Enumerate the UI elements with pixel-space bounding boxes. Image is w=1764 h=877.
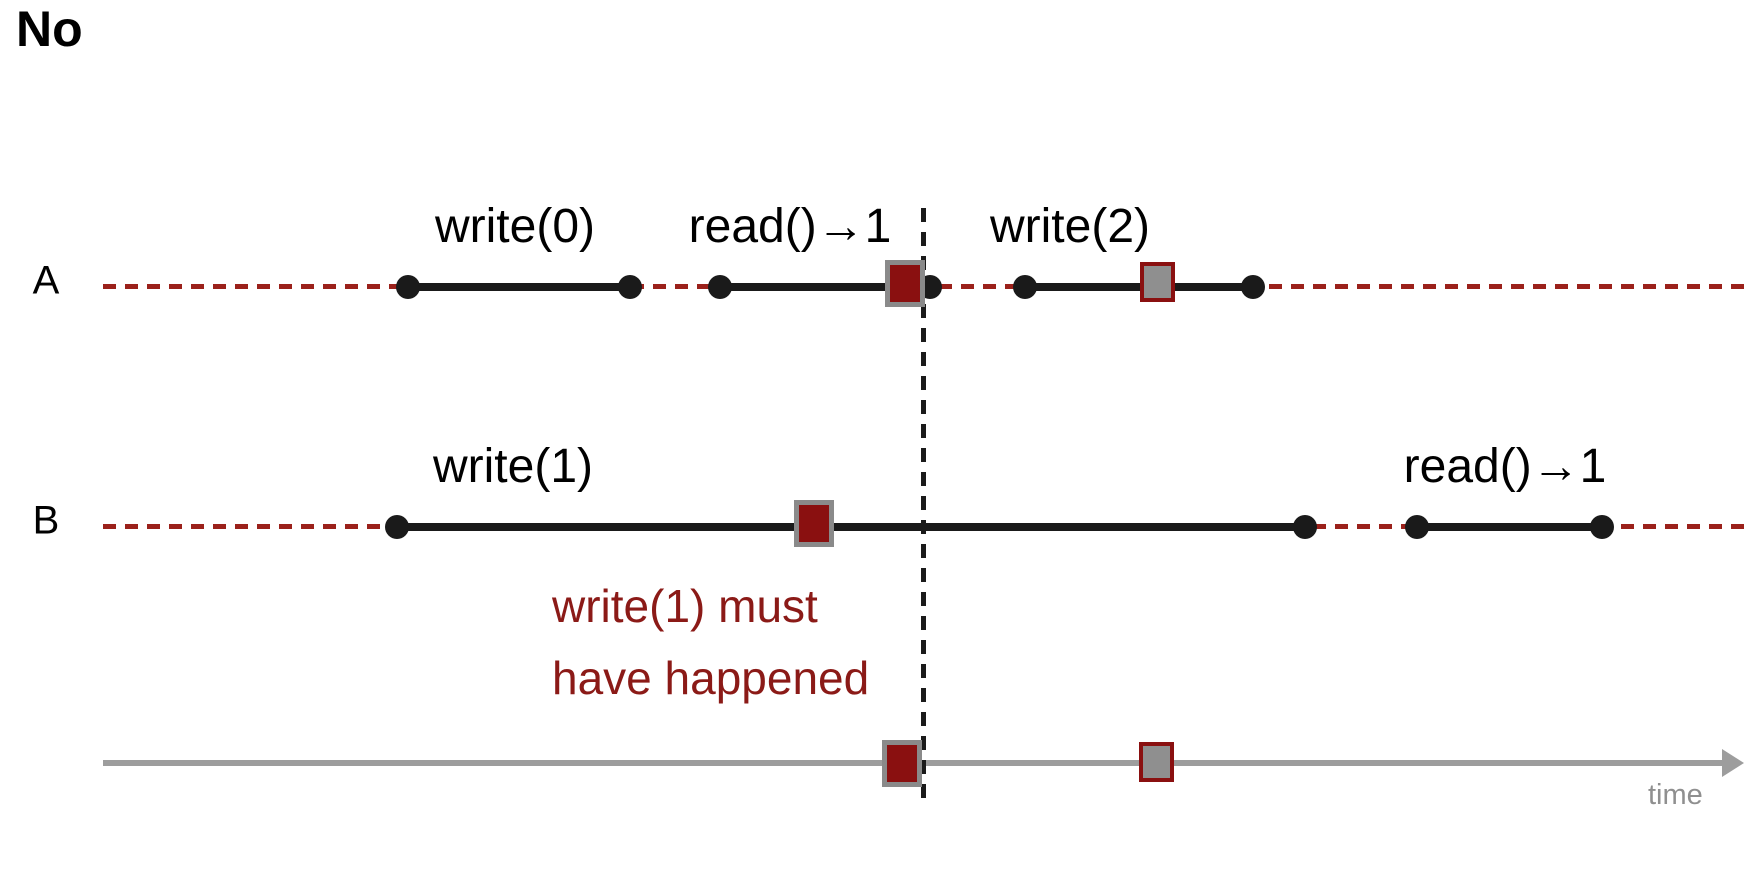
interval-endpoint-dot: [385, 515, 409, 539]
operation-interval: [720, 283, 930, 291]
operation-label: read()→1: [688, 200, 892, 253]
interval-endpoint-dot: [1405, 515, 1429, 539]
linearization-point-red-square: [794, 499, 834, 547]
linearization-point-gray-square: [1139, 262, 1175, 302]
annotation-line-1: write(1) must: [552, 580, 818, 632]
annotation-text: write(1) must have happened: [552, 570, 869, 714]
interval-endpoint-dot: [708, 275, 732, 299]
vertical-dashed-line: [921, 208, 926, 800]
timeline-b-label: B: [32, 498, 60, 543]
operation-label: write(0): [434, 200, 596, 253]
time-axis-arrowhead: [1722, 749, 1744, 777]
interval-endpoint-dot: [618, 275, 642, 299]
time-axis-label: time: [1648, 779, 1703, 811]
operation-interval: [1417, 523, 1602, 531]
annotation-line-2: have happened: [552, 652, 870, 704]
linearization-point-red-square: [885, 259, 925, 307]
operation-interval: [408, 283, 630, 291]
linearization-point-gray-square: [1138, 742, 1174, 782]
operation-label: write(1): [432, 440, 594, 493]
interval-endpoint-dot: [1590, 515, 1614, 539]
operation-interval: [397, 523, 1305, 531]
operation-label: read()→1: [1403, 440, 1607, 493]
interval-endpoint-dot: [1293, 515, 1317, 539]
interval-endpoint-dot: [1241, 275, 1265, 299]
page-title: No: [16, 1, 83, 57]
linearization-point-red-square: [882, 739, 922, 787]
operation-interval: [1025, 283, 1253, 291]
timeline-a-label: A: [32, 258, 60, 303]
operation-label: write(2): [989, 200, 1151, 253]
interval-endpoint-dot: [1013, 275, 1037, 299]
interval-endpoint-dot: [396, 275, 420, 299]
